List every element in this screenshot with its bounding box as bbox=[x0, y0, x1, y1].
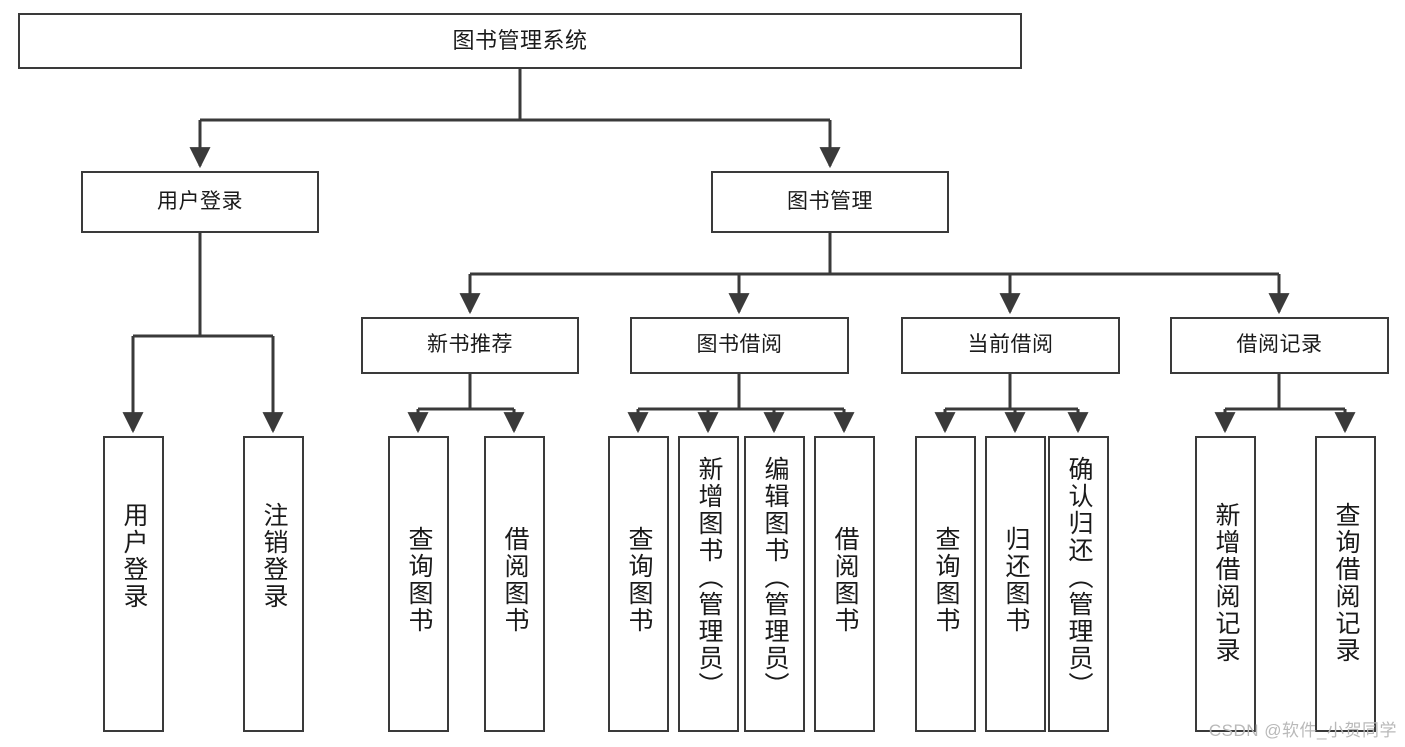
node-leaf-query-book-2[interactable]: 查询图书 bbox=[608, 436, 669, 732]
node-book-manage-label: 图书管理 bbox=[787, 189, 873, 213]
node-new-book-recommend-label: 新书推荐 bbox=[427, 333, 513, 357]
node-leaf-return-book[interactable]: 归还图书 bbox=[985, 436, 1046, 732]
node-book-borrow[interactable]: 图书借阅 bbox=[630, 317, 849, 374]
node-new-book-recommend[interactable]: 新书推荐 bbox=[361, 317, 579, 374]
node-leaf-user-login[interactable]: 用户登录 bbox=[103, 436, 164, 732]
node-root-system[interactable]: 图书管理系统 bbox=[18, 13, 1022, 69]
node-leaf-logout[interactable]: 注销登录 bbox=[243, 436, 304, 732]
node-user-login-label: 用户登录 bbox=[157, 189, 243, 213]
node-leaf-return-book-label: 归还图书 bbox=[1002, 526, 1030, 634]
node-current-borrow[interactable]: 当前借阅 bbox=[901, 317, 1120, 374]
node-leaf-borrow-book-1-label: 借阅图书 bbox=[501, 526, 529, 634]
node-leaf-confirm-return-admin[interactable]: 确认归还（管理员） bbox=[1048, 436, 1109, 732]
node-leaf-edit-book-admin[interactable]: 编辑图书（管理员） bbox=[744, 436, 805, 732]
node-book-borrow-label: 图书借阅 bbox=[696, 333, 783, 357]
node-root-system-label: 图书管理系统 bbox=[452, 28, 588, 54]
node-leaf-query-borrow-record-label: 查询借阅记录 bbox=[1332, 502, 1360, 664]
node-current-borrow-label: 当前借阅 bbox=[967, 333, 1054, 357]
node-leaf-confirm-return-admin-label: 确认归还（管理员） bbox=[1065, 456, 1093, 699]
node-leaf-query-book-3[interactable]: 查询图书 bbox=[915, 436, 976, 732]
node-leaf-borrow-book-1[interactable]: 借阅图书 bbox=[484, 436, 545, 732]
node-leaf-query-book-3-label: 查询图书 bbox=[932, 526, 960, 634]
node-leaf-query-book-1[interactable]: 查询图书 bbox=[388, 436, 449, 732]
node-leaf-query-book-2-label: 查询图书 bbox=[625, 526, 653, 634]
node-leaf-add-borrow-record-label: 新增借阅记录 bbox=[1212, 502, 1240, 664]
node-leaf-add-borrow-record[interactable]: 新增借阅记录 bbox=[1195, 436, 1256, 732]
node-leaf-borrow-book-2-label: 借阅图书 bbox=[831, 526, 859, 634]
node-leaf-borrow-book-2[interactable]: 借阅图书 bbox=[814, 436, 875, 732]
node-borrow-record-label: 借阅记录 bbox=[1236, 333, 1323, 357]
node-leaf-add-book-admin-label: 新增图书（管理员） bbox=[695, 456, 723, 699]
node-leaf-query-borrow-record[interactable]: 查询借阅记录 bbox=[1315, 436, 1376, 732]
node-leaf-query-book-1-label: 查询图书 bbox=[405, 526, 433, 634]
node-leaf-user-login-label: 用户登录 bbox=[120, 502, 148, 610]
node-borrow-record[interactable]: 借阅记录 bbox=[1170, 317, 1389, 374]
node-user-login[interactable]: 用户登录 bbox=[81, 171, 319, 233]
watermark-text: CSDN @软件_小贺同学 bbox=[1208, 721, 1397, 740]
node-leaf-logout-label: 注销登录 bbox=[260, 502, 288, 610]
node-leaf-edit-book-admin-label: 编辑图书（管理员） bbox=[761, 456, 789, 699]
node-book-manage[interactable]: 图书管理 bbox=[711, 171, 949, 233]
node-leaf-add-book-admin[interactable]: 新增图书（管理员） bbox=[678, 436, 739, 732]
